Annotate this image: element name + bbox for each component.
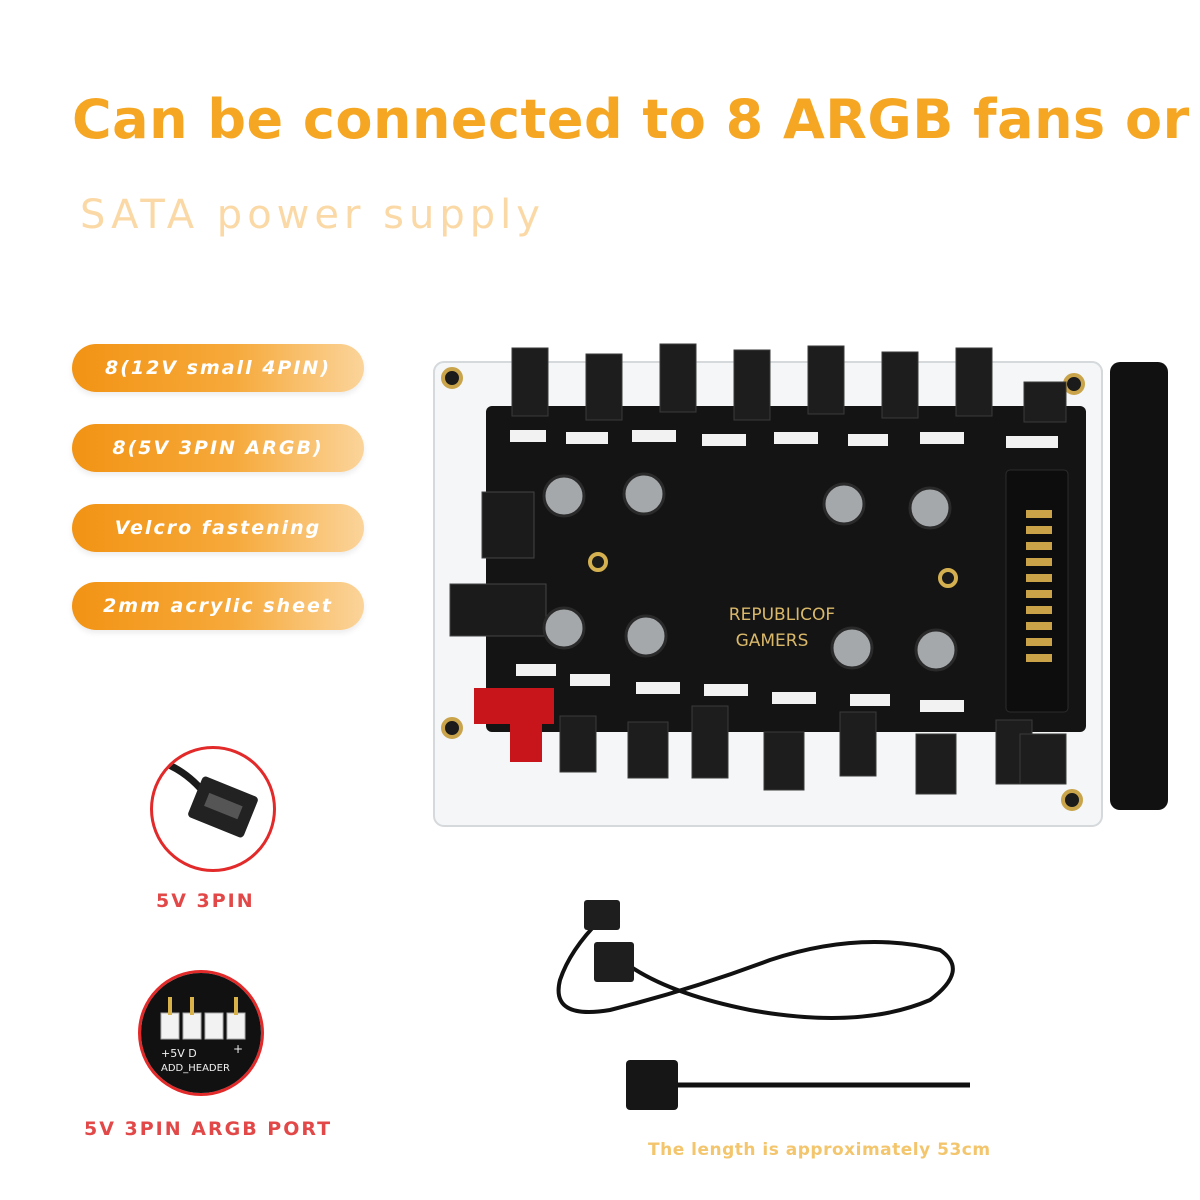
left-3pin-header — [481, 491, 535, 559]
argb-plug-icon — [157, 757, 258, 838]
coiled-fan-cable — [556, 918, 955, 1020]
sata-pins — [1026, 510, 1052, 662]
pcb-mounting-holes — [588, 552, 958, 588]
argb-cable-left-plug — [626, 1060, 678, 1110]
headline: Can be connected to 8 ARGB fans or — [72, 88, 1190, 151]
left-plug-connector — [449, 583, 547, 637]
feature-pill-argb: 8(5V 3PIN ARGB) — [72, 424, 364, 472]
capacitors — [542, 472, 958, 672]
header-pin-labels: +5V D — [161, 1047, 197, 1060]
callout-argb-header-label: 5V 3PIN ARGB PORT — [84, 1118, 333, 1140]
header-name-label: ADD_HEADER — [161, 1063, 230, 1074]
feature-pill-velcro: Velcro fastening — [72, 504, 364, 552]
cable-length-note: The length is approximately 53cm — [648, 1140, 991, 1160]
cable-plug-top — [584, 900, 620, 930]
red-connector-pins — [510, 724, 542, 762]
feature-pill-4pin: 8(12V small 4PIN) — [72, 344, 364, 392]
red-input-connector — [474, 688, 554, 724]
subline: SATA power supply — [80, 192, 545, 238]
header-plus-label: + — [233, 1042, 243, 1056]
callout-3pin-plug — [150, 746, 276, 872]
callout-argb-header: +5V D + ADD_HEADER — [138, 970, 264, 1096]
cable-plug-middle — [594, 942, 634, 982]
brand-line-1: REPUBLICOF — [729, 605, 835, 625]
fan-hub-board-drawing: REPUBLICOF GAMERS — [433, 343, 1168, 827]
brand-line-2: GAMERS — [736, 631, 809, 651]
cables-drawing — [556, 900, 1090, 1110]
fan-hub-board-image: REPUBLICOF GAMERS — [420, 330, 1180, 850]
top-fan-headers — [510, 343, 1067, 448]
bottom-fan-headers — [516, 664, 1067, 795]
board-rear-case — [1110, 362, 1168, 810]
cables-image — [530, 890, 1090, 1120]
callout-3pin-plug-label: 5V 3PIN — [156, 890, 255, 912]
feature-pill-acrylic: 2mm acrylic sheet — [72, 582, 364, 630]
argb-header-icon: +5V D + ADD_HEADER — [141, 973, 261, 1093]
